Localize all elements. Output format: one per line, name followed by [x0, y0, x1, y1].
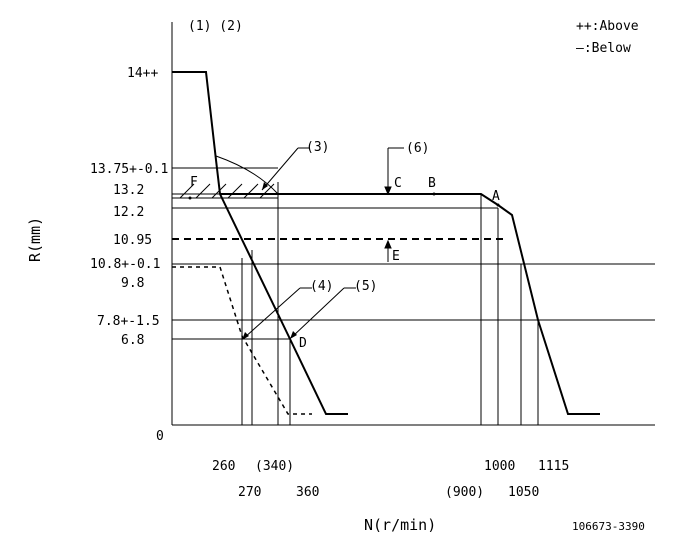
y-label-14: 14++	[127, 66, 158, 81]
point-f: F	[190, 175, 198, 190]
y-label-12-2: 12.2	[113, 205, 144, 220]
callout-3-leader	[261, 147, 299, 191]
x-label-340: (340)	[255, 459, 294, 474]
callout-5: (5)	[354, 279, 377, 294]
y-label-13-2: 13.2	[113, 183, 144, 198]
point-b: B	[428, 176, 436, 191]
y-label-10-8: 10.8+-0.1	[90, 257, 160, 272]
point-a-marker	[496, 203, 500, 207]
x-label-1050: 1050	[508, 485, 539, 500]
y-axis-title: R(mm)	[26, 217, 44, 262]
callout-5-arrow	[290, 331, 297, 339]
y-label-10-95: 10.95	[113, 233, 152, 248]
x-label-900: (900)	[445, 485, 484, 500]
legend-below: —:Below	[576, 41, 631, 56]
y-label-0: 0	[156, 429, 164, 444]
callout-4-leader	[243, 287, 301, 339]
callout-3-arrow	[262, 182, 268, 190]
legend-above: ++:Above	[576, 19, 639, 34]
callout-4: (4)	[310, 279, 333, 294]
hatched-band	[172, 183, 278, 199]
point-b-marker	[432, 192, 436, 196]
tolerance-arc	[215, 155, 279, 195]
point-d: D	[299, 336, 307, 351]
point-a: A	[492, 189, 500, 204]
vertical-guides	[241, 182, 539, 425]
callout-4-arrow	[242, 332, 249, 340]
dashed-idle-curve	[172, 266, 312, 415]
y-label-7-8: 7.8+-1.5	[97, 314, 160, 329]
x-label-1000: 1000	[484, 459, 515, 474]
x-label-260: 260	[212, 459, 235, 474]
callout-5-leader	[291, 287, 345, 338]
y-label-13-75: 13.75+-0.1	[90, 162, 168, 177]
full-load-curve	[172, 71, 348, 415]
x-label-1115: 1115	[538, 459, 569, 474]
callout-6: (6)	[406, 141, 429, 156]
document-code: 106673-3390	[572, 520, 645, 533]
point-f-marker	[188, 196, 192, 200]
y-label-9-8: 9.8	[121, 276, 144, 291]
point-c: C	[394, 176, 402, 191]
curve-ids-label: (1) (2)	[188, 19, 243, 34]
callout-3: (3)	[306, 140, 329, 155]
x-label-270: 270	[238, 485, 261, 500]
x-axis-title: N(r/min)	[364, 516, 436, 534]
y-label-6-8: 6.8	[121, 333, 144, 348]
x-label-360: 360	[296, 485, 319, 500]
callout-6-bracket	[384, 147, 404, 262]
governor-curve	[220, 193, 600, 415]
point-e: E	[392, 249, 400, 264]
